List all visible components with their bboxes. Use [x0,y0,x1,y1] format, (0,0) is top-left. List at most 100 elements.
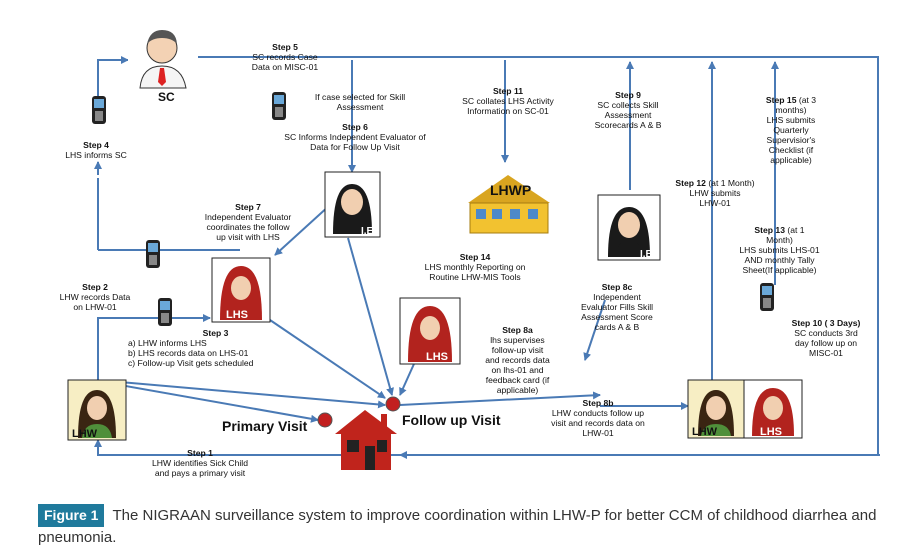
figure-caption-text: The NIGRAAN surveillance system to impro… [38,507,877,546]
step-15-title-extra: (at 3 months) [775,95,817,115]
follow-up-visit-label: Follow up Visit [402,412,501,428]
step-5-text: SC records Case Data on MISC-01 [251,52,319,72]
step-2-text: LHW records Data on LHW-01 [59,292,131,312]
step-15-text: LHS submits Quarterly Supervisior's Chec… [766,115,816,165]
ie-mid-label: I.E [640,249,653,260]
step-8a-text: lhs supervises follow-up visit and recor… [485,335,550,395]
step-13: Step 13 (at 1 Month) LHS submits LHS-01 … [722,225,837,275]
primary-visit-label: Primary Visit [222,418,308,434]
step-1: Step 1 LHW identifies Sick Child and pay… [100,448,300,478]
step-5-title: Step 5 [272,42,298,52]
step-6: Step 6 SC Informs Independent Evaluator … [255,122,455,152]
step-6-title: Step 6 [342,122,368,132]
step-10-title: Step 10 [791,318,823,328]
step-5: Step 5 SC records Case Data on MISC-01 [230,42,340,72]
step-11-text: SC collates LHS Activity Information on … [462,96,554,116]
phone-icon-step4 [92,96,106,124]
lhw-to-followup-arrow [119,381,386,409]
phone-icon-step10 [760,283,774,311]
step-12-title: Step 12 [675,178,706,188]
step-14-title: Step 14 [459,252,491,262]
step-6-text: SC Informs Independent Evaluator of Data… [284,132,426,152]
step-12: Step 12 (at 1 Month) LHW submits LHW-01 [655,178,775,208]
step-6-condition: If case selected for Skill Assessment [314,92,406,112]
step-10-text: SC conducts 3rd day follow up on MISC-01 [794,328,858,358]
step-12-text: LHW submits LHW-01 [689,188,741,208]
lhw-up-line [97,314,211,380]
lhs-lower-node: LHS [399,297,461,365]
step-7-title: Step 7 [235,202,261,212]
step-8b-text: LHW conducts follow up visit and records… [551,408,645,438]
step-3-text: a) LHW informs LHS b) LHS records data o… [128,338,254,368]
step-4: Step 4 LHS informs SC [46,140,146,160]
step-11: Step 11 SC collates LHS Activity Informa… [428,86,588,116]
connectors [94,56,880,459]
lhw-left-node: LHW [67,379,127,441]
step-7: Step 7 Independent Evaluator coordinates… [188,202,308,242]
sc-tie [158,68,166,86]
step-13-text: LHS submits LHS-01 AND monthly Tally She… [739,245,820,275]
lhw-left-label: LHW [72,428,98,440]
step-12-title-row: Step 12 (at 1 Month) [655,178,775,188]
step7-arrow [274,204,331,256]
step-13-title-row: Step 13 (at 1 Month) [722,225,837,245]
sc-label: SC [158,90,175,104]
lhs-mid-label: LHS [226,309,248,321]
step-10-title-extra: ( 3 Days) [824,318,861,328]
step-8c-text: Independent Evaluator Fills Skill Assess… [580,292,654,332]
house-icon [335,410,397,470]
lhwp-building: LHWP [458,163,558,235]
lhw-to-primary-arrow [119,384,319,423]
step-10-title-row: Step 10 ( 3 Days) [780,318,872,328]
step-12-title-extra: (at 1 Month) [708,178,755,188]
lhwp-label: LHWP [490,182,531,198]
ie-top-label: I.E [361,226,374,237]
step-14: Step 14 LHS monthly Reporting on Routine… [400,252,550,282]
step-15: Step 15 (at 3 months) LHS submits Quarte… [745,95,837,165]
lhw-right-label: LHW [692,426,718,438]
step-13-title-extra: (at 1 Month) [766,225,805,245]
lhs-mid-node: LHS [211,257,271,323]
step-3-title: Step 3 [202,328,229,338]
step-10: Step 10 ( 3 Days) SC conducts 3rd day fo… [780,318,872,358]
step-8b: Step 8b LHW conducts follow up visit and… [528,398,668,438]
phone-icon-lhs [146,240,160,268]
phone-icon-step3 [158,298,172,326]
step8b-arrow [399,391,601,406]
step8c-arrow [583,299,606,361]
step-7-text: Independent Evaluator coordinates the fo… [204,212,292,242]
ie-to-followup-arrow [347,237,394,396]
step-8c: Step 8c Independent Evaluator Fills Skil… [562,282,672,332]
step-8a: Step 8a lhs supervises follow-up visit a… [465,325,570,395]
follow-up-visit-dot [385,396,401,412]
step-9: Step 9 SC collects Skill Assessment Scor… [572,90,684,130]
step-11-title: Step 11 [492,86,524,96]
lhs-right-node: LHS [743,379,803,439]
step-2: Step 2 LHW records Data on LHW-01 [40,282,150,312]
step-15-title: Step 15 [765,95,797,105]
ie-top-node: I.E [324,171,381,238]
ie-mid-node: I.E [597,194,661,261]
step-8c-title: Step 8c [601,282,633,292]
step-9-title: Step 9 [615,90,641,100]
step-13-title: Step 13 [754,225,785,235]
step-15-title-row: Step 15 (at 3 months) [745,95,837,115]
step-4-title: Step 4 [83,140,109,150]
step-9-text: SC collects Skill Assessment Scorecards … [594,100,662,130]
step-2-title: Step 2 [82,282,108,292]
step-1-title: Step 1 [187,448,213,458]
figure-label: Figure 1 [38,504,105,527]
step-1-text: LHW identifies Sick Child and pays a pri… [152,458,248,478]
surveillance-flow-diagram: SC I.E I.E LHWP [67,30,880,470]
lhs-to-followup-arrow [269,319,386,399]
lhw-right-node: LHW [687,379,745,439]
phone-icon-step6 [272,92,286,120]
step-8b-title: Step 8b [582,398,614,408]
step-14-text: LHS monthly Reporting on Routine LHW-MIS… [424,262,526,282]
step-8a-title: Step 8a [502,325,533,335]
sc-node: SC [128,30,198,104]
step-3: Step 3 a) LHW informs LHS b) LHS records… [128,328,303,368]
primary-visit-dot [317,412,333,428]
lhs-lower-label: LHS [426,351,448,363]
